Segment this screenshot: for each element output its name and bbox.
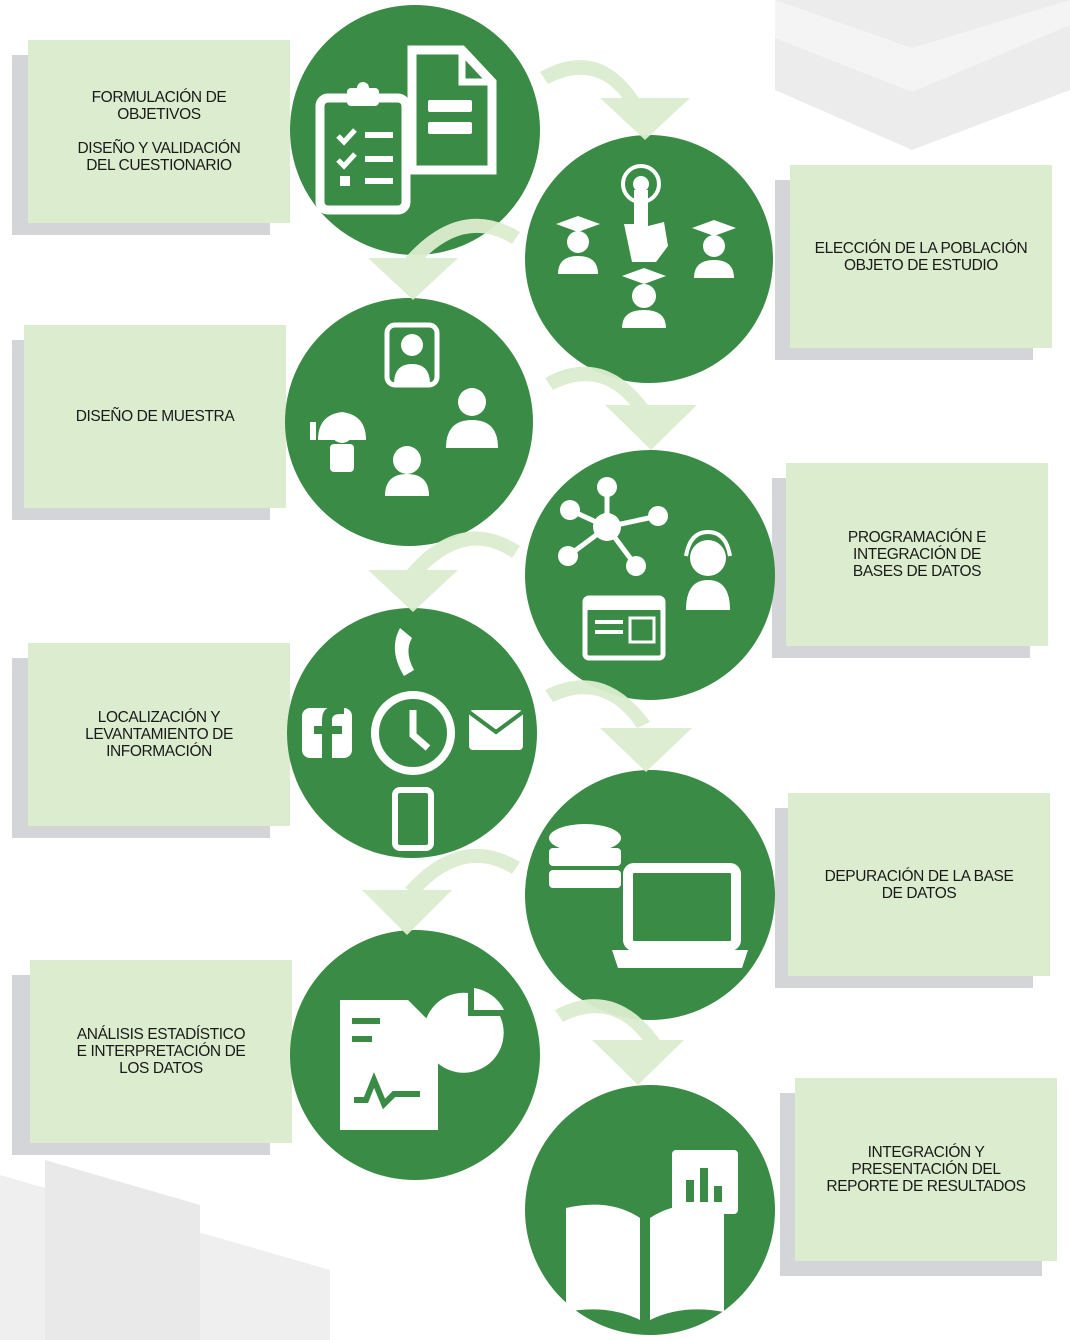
- people-professions-icon: [310, 322, 498, 496]
- step-7-box: ANÁLISIS ESTADÍSTICO E INTERPRETACIÓN DE…: [30, 960, 292, 1143]
- step-2-box: ELECCIÓN DE LA POBLACIÓN OBJETO DE ESTUD…: [790, 165, 1052, 348]
- step-5-box: LOCALIZACIÓN Y LEVANTAMIENTO DE INFORMAC…: [28, 643, 290, 826]
- report-pie-chart-icon: [340, 988, 504, 1130]
- step-2-label: ELECCIÓN DE LA POBLACIÓN OBJETO DE ESTUD…: [814, 239, 1028, 274]
- book-bar-chart-icon: [566, 1150, 738, 1320]
- step-5-label: LOCALIZACIÓN Y LEVANTAMIENTO DE INFORMAC…: [85, 709, 233, 760]
- touch-graduates-icon: [556, 164, 736, 328]
- step-3-label: DISEÑO DE MUESTRA: [75, 408, 235, 425]
- arrow-6-7: [362, 848, 520, 935]
- step-6-box: DEPURACIÓN DE LA BASE DE DATOS: [788, 793, 1050, 976]
- step-4-label: PROGRAMACIÓN E INTEGRACIÓN DE BASES DE D…: [847, 529, 987, 580]
- arrow-5-6: [545, 680, 692, 772]
- step-4-box: PROGRAMACIÓN E INTEGRACIÓN DE BASES DE D…: [786, 463, 1048, 646]
- step-3-box: DISEÑO DE MUESTRA: [24, 325, 286, 508]
- step-1-box: FORMULACIÓN DE OBJETIVOS DISEÑO Y VALIDA…: [28, 40, 290, 223]
- arrow-3-4: [545, 366, 697, 450]
- arrow-1-2: [540, 59, 690, 140]
- step-6-label: DEPURACIÓN DE LA BASE DE DATOS: [824, 867, 1014, 902]
- arrow-4-5: [368, 531, 520, 612]
- contact-channels-icon: [302, 628, 525, 851]
- network-operator-icon: [558, 477, 732, 661]
- arrow-7-8: [555, 999, 684, 1085]
- step-8-box: INTEGRACIÓN Y PRESENTACIÓN DEL REPORTE D…: [795, 1078, 1057, 1261]
- arrow-2-3: [368, 218, 520, 300]
- database-laptop-icon: [549, 824, 748, 968]
- clipboard-document-icon: [315, 45, 497, 215]
- step-8-label: INTEGRACIÓN Y PRESENTACIÓN DEL REPORTE D…: [826, 1144, 1026, 1195]
- step-1-label: FORMULACIÓN DE OBJETIVOS DISEÑO Y VALIDA…: [77, 89, 241, 174]
- step-7-label: ANÁLISIS ESTADÍSTICO E INTERPRETACIÓN DE…: [76, 1026, 246, 1077]
